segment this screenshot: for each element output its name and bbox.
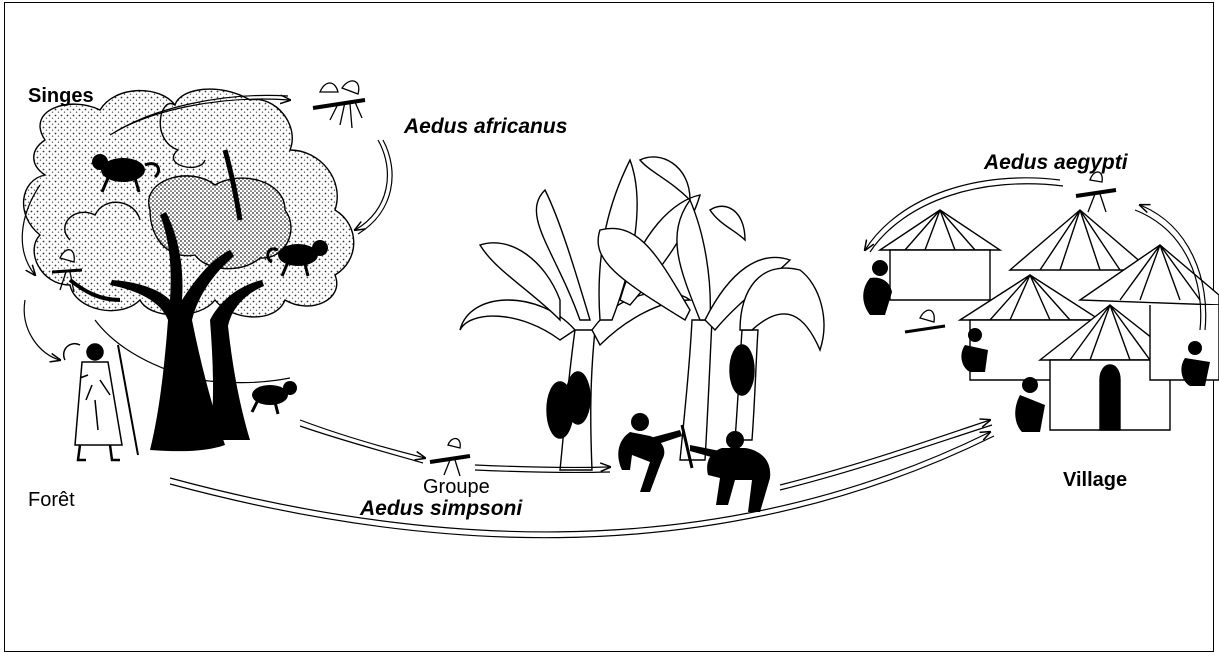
label-aedes-aegypti: Aedus aegypti bbox=[984, 152, 1128, 173]
label-village: Village bbox=[1063, 470, 1127, 490]
forest-hunter-icon bbox=[64, 344, 138, 460]
mosquito-icon bbox=[313, 81, 365, 128]
label-groupe: Groupe bbox=[423, 477, 490, 497]
label-aedes-simpsoni: Aedus simpsoni bbox=[360, 498, 522, 519]
label-foret: Forêt bbox=[28, 490, 75, 510]
label-singes: Singes bbox=[28, 86, 94, 106]
mosquito-icon bbox=[1076, 172, 1116, 212]
mosquito-icon bbox=[430, 439, 470, 476]
label-aedes-africanus: Aedus africanus bbox=[404, 116, 567, 137]
monkey-icon bbox=[252, 381, 297, 414]
mosquito-icon bbox=[905, 310, 945, 332]
